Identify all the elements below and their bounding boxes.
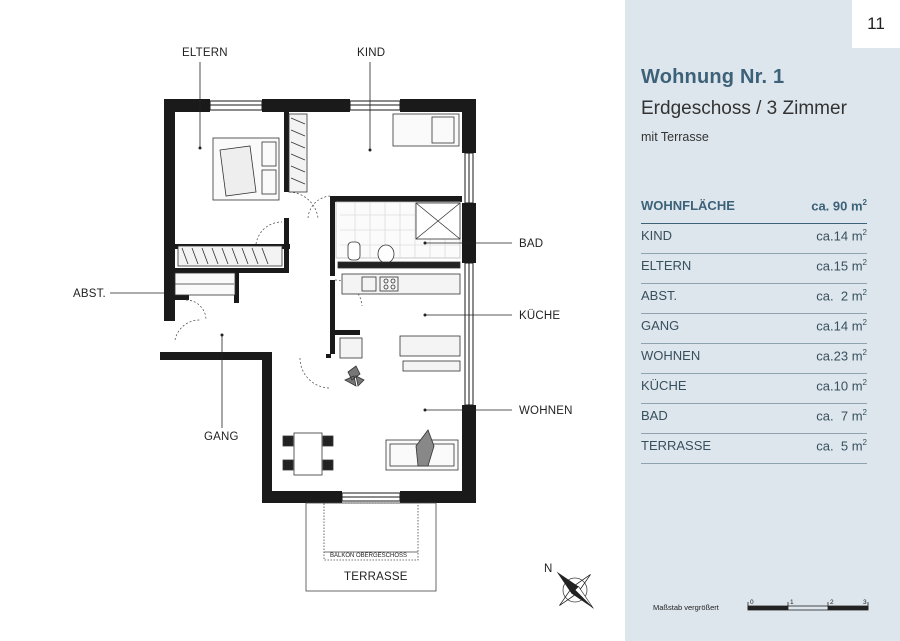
area-row-wohnen: WOHNEN ca.23 m2 [641,344,867,374]
area-label: GANG [641,318,680,334]
floor-plan: BALKON OBERGESCHOSS ELTERN KIND BAD KÜCH… [73,47,594,609]
page-number: 11 [852,0,900,48]
area-unit: 2 [862,258,867,267]
area-header-value: ca. 90 m [811,198,863,214]
scale-tick: 0 [750,599,754,606]
windows [209,100,474,502]
scale-tick: 1 [790,599,794,606]
area-label: KÜCHE [641,378,687,394]
terrace [305,502,437,592]
area-label: WOHNEN [641,348,701,364]
apartment-title: Wohnung Nr. 1 [641,66,785,88]
area-unit: 2 [862,318,867,327]
area-value: ca.23 m [816,348,863,364]
area-header-unit: 2 [862,198,867,207]
area-value: ca.14 m [816,228,863,244]
area-unit: 2 [862,228,867,237]
furniture [174,113,461,476]
scale-bar: Maßstab vergrößert 0 1 2 3 [653,599,869,612]
area-row-gang: GANG ca.14 m2 [641,314,867,344]
area-unit: 2 [862,348,867,357]
area-row-kind: KIND ca.14 m2 [641,224,867,254]
area-header-row: WOHNFLÄCHE ca. 90 m2 [641,194,867,224]
apartment-subtitle-2: mit Terrasse [641,130,709,144]
area-value: ca.10 m [816,378,863,394]
area-value: ca. 7 m [816,408,863,424]
label-terrasse: TERRASSE [344,571,408,583]
area-label: BAD [641,408,668,424]
area-header-label: WOHNFLÄCHE [641,198,735,214]
label-bad: BAD [519,238,543,250]
area-unit: 2 [862,438,867,447]
area-row-eltern: ELTERN ca.15 m2 [641,254,867,284]
compass-letter: N [544,563,553,575]
info-panel: 11 Wohnung Nr. 1 Erdgeschoss / 3 Zimmer … [625,0,900,641]
scale-tick: 3 [863,599,867,606]
label-abst: ABST. [73,288,106,300]
label-kueche: KÜCHE [519,310,560,322]
area-label: KIND [641,228,673,244]
area-value: ca. 2 m [816,288,863,304]
area-unit: 2 [862,288,867,297]
area-row-abst: ABST. ca. 2 m2 [641,284,867,314]
compass-icon [556,571,594,609]
area-row-terrasse: TERRASSE ca. 5 m2 [641,434,867,464]
balkon-label: BALKON OBERGESCHOSS [330,553,407,559]
label-wohnen: WOHNEN [519,405,573,417]
label-gang: GANG [204,431,239,443]
scale-label: Maßstab vergrößert [653,603,720,612]
area-label: ELTERN [641,258,692,274]
area-unit: 2 [862,408,867,417]
label-kind: KIND [357,47,385,59]
apartment-subtitle: Erdgeschoss / 3 Zimmer [641,98,847,119]
area-label: TERRASSE [641,438,712,454]
area-value: ca.15 m [816,258,863,274]
leader-lines [110,62,512,428]
area-value: ca. 5 m [816,438,863,454]
area-row-kueche: KÜCHE ca.10 m2 [641,374,867,404]
area-unit: 2 [862,378,867,387]
label-eltern: ELTERN [182,47,228,59]
area-table: WOHNFLÄCHE ca. 90 m2 KIND ca.14 m2 ELTER… [641,194,867,464]
area-label: ABST. [641,288,678,304]
area-row-bad: BAD ca. 7 m2 [641,404,867,434]
area-value: ca.14 m [816,318,863,334]
scale-tick: 2 [830,599,834,606]
